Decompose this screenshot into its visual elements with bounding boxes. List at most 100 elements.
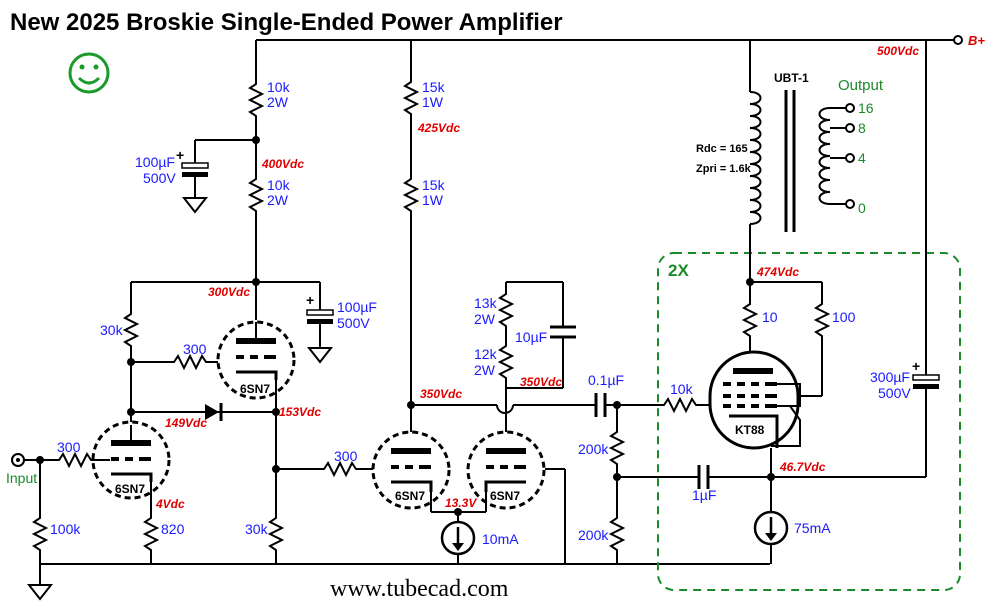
resistor-10k-mid: [249, 174, 263, 216]
svg-text:+: +: [176, 147, 184, 163]
v474-label: 474Vdc: [756, 265, 799, 279]
resistor-820: [144, 513, 158, 555]
svg-text:+: +: [912, 358, 920, 374]
tube-kt88-label: KT88: [735, 423, 765, 437]
supply-voltage: 500Vdc: [877, 44, 919, 58]
r-300-input-value: 300: [57, 439, 81, 455]
tube-v4: 6SN7: [466, 430, 546, 510]
tube-v4-label: 6SN7: [490, 489, 520, 503]
tube-v1-label: 6SN7: [115, 482, 145, 496]
r-top1-power: 2W: [267, 94, 289, 110]
c-filter2-voltage: 500V: [337, 315, 370, 331]
tap-0-label: 0: [858, 200, 866, 216]
resistor-100k: [33, 513, 47, 555]
resistor-30k-top: [124, 309, 138, 351]
tap-16-label: 16: [858, 100, 874, 116]
r-10-value: 10: [762, 309, 778, 325]
r-30k-top-value: 30k: [100, 322, 124, 338]
c-filter2-value: 100µF: [337, 299, 377, 315]
b-plus-terminal: [953, 35, 963, 45]
r-13k-power: 2W: [474, 311, 496, 327]
multiplier-label: 2X: [668, 261, 689, 280]
svg-text:+: +: [306, 292, 314, 308]
transformer-rdc: Rdc = 165: [696, 143, 748, 155]
r-300-grid-value: 300: [183, 341, 207, 357]
r-mid1-value: 15k: [422, 79, 446, 95]
page-title: New 2025 Broskie Single-Ended Power Ampl…: [10, 9, 563, 36]
tube-v2: 6SN7: [216, 320, 296, 400]
website-label: www.tubecad.com: [330, 576, 509, 602]
tube-v1: 6SN7: [91, 420, 171, 500]
tube-kt88: KT88: [708, 350, 800, 450]
transformer-zpri: Zpri = 1.6k: [696, 163, 752, 175]
tap-4-terminal: [845, 153, 855, 163]
input-label: Input: [6, 470, 37, 486]
tube-v2-label: 6SN7: [240, 382, 270, 396]
ccs-10ma-value: 10mA: [482, 531, 519, 547]
resistor-300-input: [54, 453, 96, 467]
ccs-75ma-icon: [753, 510, 789, 546]
v4-label: 4Vdc: [155, 497, 185, 511]
tap-8-terminal: [845, 123, 855, 133]
r-100-value: 100: [832, 309, 856, 325]
resistor-30k-bottom: [269, 513, 283, 555]
resistor-300-grid: [169, 355, 211, 369]
c-coupling-value: 0.1µF: [588, 372, 624, 388]
ccs-75ma-value: 75mA: [794, 520, 831, 536]
r-10k-grid-value: 10k: [670, 381, 694, 397]
r-820-value: 820: [161, 521, 185, 537]
tube-v3-label: 6SN7: [395, 489, 425, 503]
c-1uf-value: 1µF: [692, 487, 716, 503]
resistor-300-diff: [319, 462, 361, 476]
v350a-label: 350Vdc: [420, 387, 462, 401]
b-plus-label: B+: [968, 33, 985, 48]
v425-label: 425Vdc: [417, 121, 460, 135]
r-30k-bottom-value: 30k: [245, 521, 269, 537]
r-12k-power: 2W: [474, 362, 496, 378]
c-filter1-voltage: 500V: [143, 170, 176, 186]
ground-icon: [26, 584, 54, 601]
tap-0-terminal: [845, 199, 855, 209]
resistor-10k-grid: [659, 398, 701, 412]
capacitor-0-1uf: [594, 393, 607, 417]
transformer-icon: [749, 90, 831, 232]
v350b-label: 350Vdc: [520, 375, 562, 389]
resistor-12k: [499, 341, 513, 383]
v149-label: 149Vdc: [165, 416, 207, 430]
resistor-10-plate: [743, 299, 757, 341]
dual-section-box: [657, 252, 961, 591]
r-13k-value: 13k: [474, 295, 498, 311]
resistor-13k: [499, 289, 513, 331]
resistor-200k-bottom: [610, 513, 624, 555]
resistor-100-screen: [815, 299, 829, 341]
capacitor-10uf: [550, 325, 576, 339]
ground-icon: [306, 347, 334, 364]
tap-4-label: 4: [858, 150, 866, 166]
smiley-icon: [68, 52, 110, 94]
output-label: Output: [838, 77, 884, 94]
c-300uf-value: 300µF: [870, 369, 910, 385]
v300-label: 300Vdc: [208, 285, 250, 299]
c-300uf-voltage: 500V: [878, 385, 911, 401]
tap-16-terminal: [845, 103, 855, 113]
r-200k-top-value: 200k: [578, 441, 609, 457]
v153-label: 153Vdc: [279, 405, 321, 419]
r-200k-bottom-value: 200k: [578, 527, 609, 543]
resistor-10k-top: [249, 79, 263, 121]
v13-3-label: 13.3V: [445, 496, 477, 510]
r-12k-value: 12k: [474, 346, 498, 362]
r-300-diff-value: 300: [334, 448, 358, 464]
capacitor-100uf-2: +: [306, 292, 334, 324]
r-top2-value: 10k: [267, 177, 291, 193]
r-top1-value: 10k: [267, 79, 291, 95]
r-mid2-value: 15k: [422, 177, 446, 193]
resistor-200k-top: [610, 427, 624, 469]
capacitor-1uf: [697, 465, 710, 489]
transformer-name: UBT-1: [774, 71, 809, 85]
resistor-15k-2: [404, 174, 418, 216]
r-mid2-power: 1W: [422, 192, 444, 208]
c-filter1-value: 100µF: [135, 154, 175, 170]
tube-v3: 6SN7: [371, 430, 451, 510]
